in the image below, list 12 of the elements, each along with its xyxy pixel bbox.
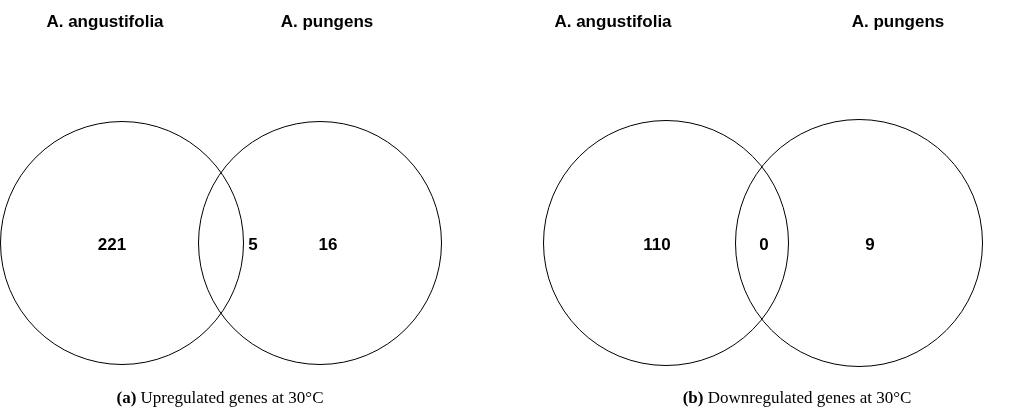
set-count: 9 — [865, 235, 875, 255]
set-heading: A. angustifolia — [46, 12, 164, 32]
set-heading: A. pungens — [280, 12, 374, 32]
set-heading: A. angustifolia — [554, 12, 672, 32]
set-count: 16 — [318, 235, 338, 255]
overlap-count: 0 — [759, 235, 769, 255]
set-count: 110 — [643, 235, 671, 255]
set-heading: A. pungens — [851, 12, 945, 32]
overlap-count: 5 — [248, 235, 258, 255]
figure-caption: (a) Upregulated genes at 30°C — [116, 388, 324, 408]
set-count: 221 — [97, 235, 127, 255]
figure-caption: (b) Downregulated genes at 30°C — [682, 388, 912, 408]
